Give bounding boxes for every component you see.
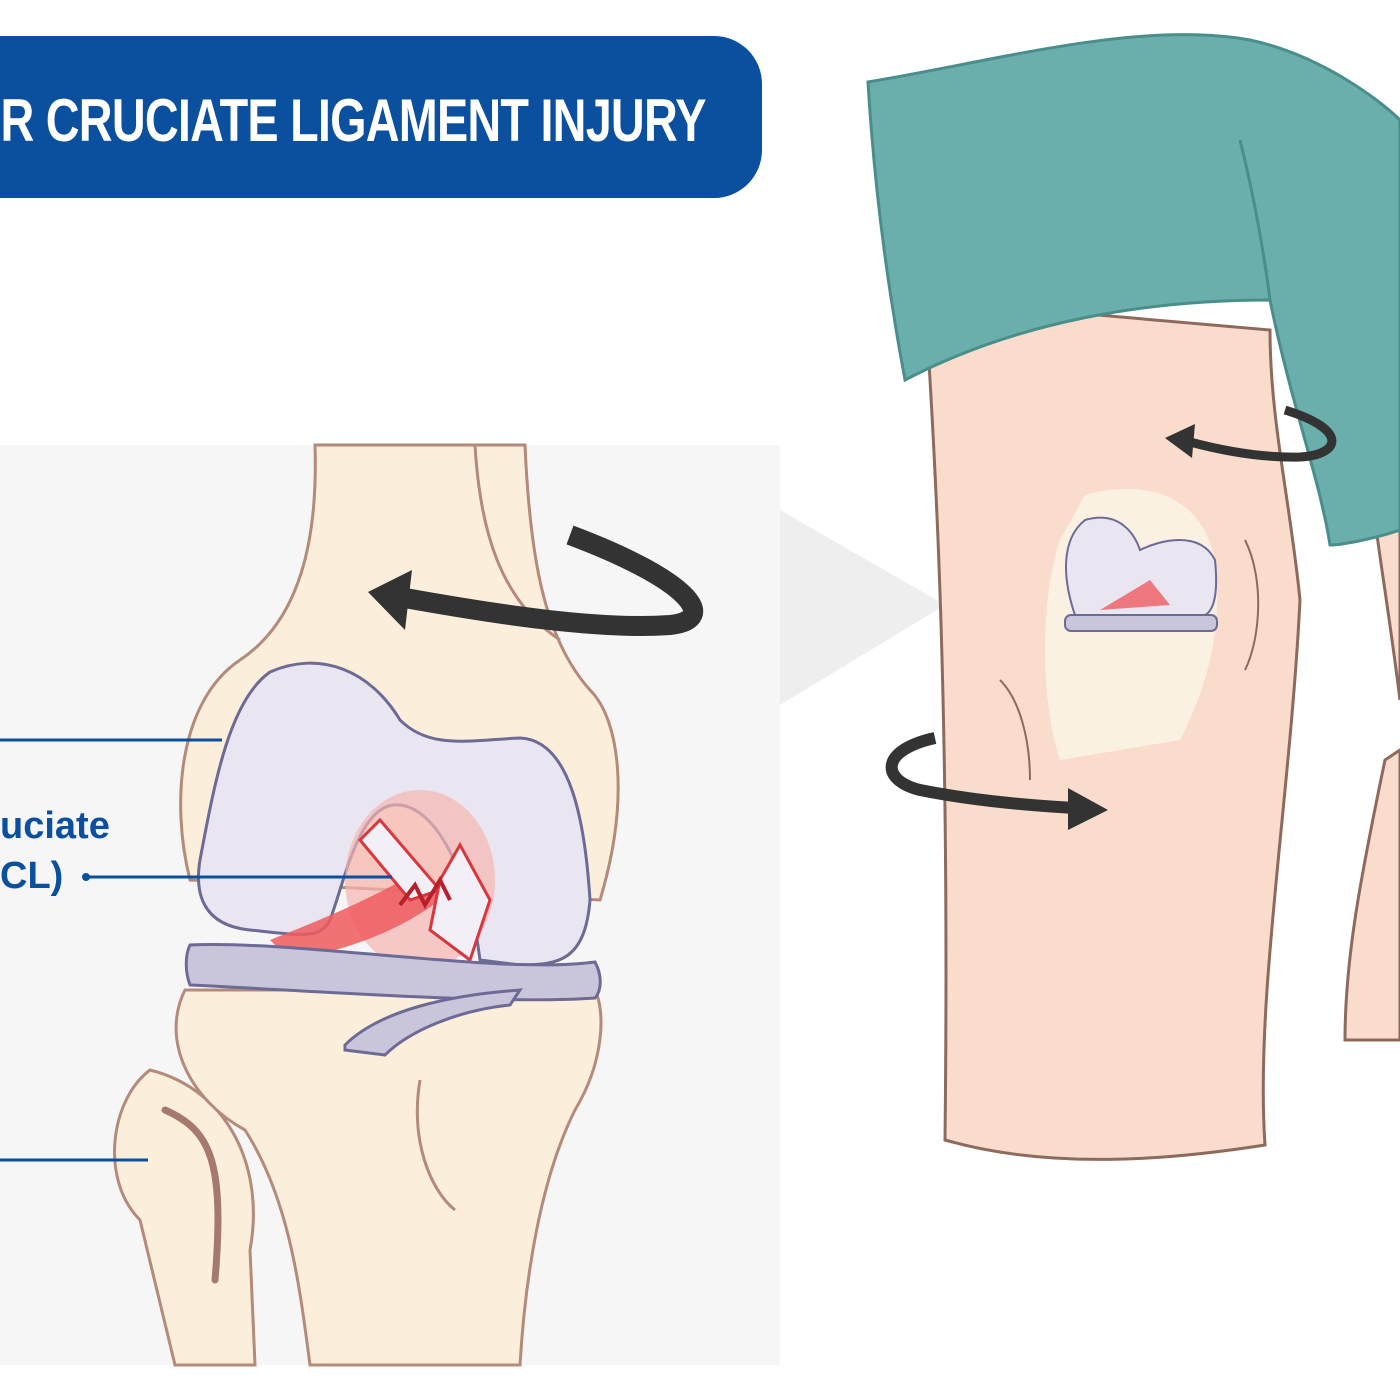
meniscus (184, 943, 602, 1002)
title-banner: OR CRUCIATE LIGAMENT INJURY (0, 36, 762, 198)
acl-label-line2: CL) (0, 855, 64, 897)
right-leg (1343, 748, 1400, 1042)
zoom-pointer (780, 510, 945, 705)
tibia (174, 988, 603, 1367)
rotation-arrow (368, 525, 703, 636)
shorts (866, 33, 1400, 547)
leg-illustration (866, 33, 1400, 1161)
acl-label-line1: uciate (0, 805, 110, 847)
page-title: OR CRUCIATE LIGAMENT INJURY (0, 87, 707, 154)
torn-acl (270, 790, 495, 970)
